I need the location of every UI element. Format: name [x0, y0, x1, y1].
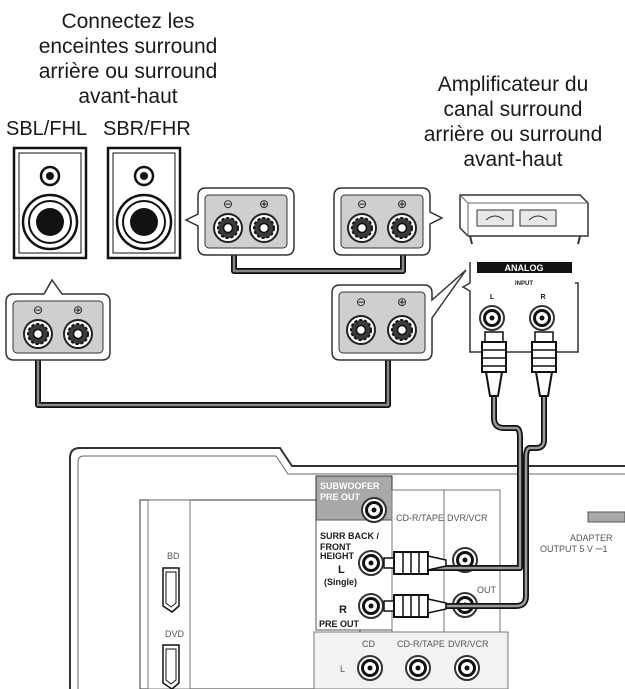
bubble1-plus: ⊕: [73, 303, 83, 317]
cd-l-label: L: [340, 664, 345, 674]
terminal-bubble-amp-surround: ⊖ ⊕: [333, 187, 444, 256]
receiver-labels: SUBWOOFER PRE OUT SURR BACK / FRONT HEIG…: [165, 481, 613, 674]
bubble2-minus: ⊖: [223, 197, 233, 211]
front-label: FRONT: [320, 542, 351, 552]
receiver-panel: [69, 447, 625, 689]
height-label: HEIGHT: [320, 551, 355, 561]
bubble2-plus: ⊕: [259, 197, 269, 211]
dvr-vcr-top-label: DVR/VCR: [447, 513, 488, 523]
subwoofer-label: SUBWOOFER: [320, 481, 380, 491]
amplifier: [459, 194, 589, 245]
bubble4-minus: ⊖: [356, 295, 366, 309]
pre-out-r-jack: [357, 592, 385, 620]
left-caption-line-3: arrière ou surround: [39, 60, 218, 83]
left-caption-line-1: Connectez les: [61, 10, 194, 33]
left-caption-line-2: enceintes surround: [39, 35, 218, 58]
rca-plug-amp-r: [531, 331, 557, 397]
bubble4-plus: ⊕: [397, 295, 407, 309]
subwoofer-jack: [360, 496, 388, 524]
bubble3-plus: ⊕: [397, 197, 407, 211]
amp-l-label: L: [490, 294, 495, 301]
pre-out-r-label: R: [339, 604, 347, 616]
rca-cables: [402, 393, 547, 609]
single-label: (Single): [324, 577, 357, 587]
terminal-bubble-speaker-left: ⊖ ⊕: [5, 278, 111, 361]
speaker-left-label: SBL/FHL: [6, 118, 87, 140]
speaker-right: [106, 146, 182, 260]
pre-out-l-label: L: [338, 564, 345, 576]
bubble3-minus: ⊖: [357, 197, 367, 211]
pre-out-l-jack: [357, 549, 385, 577]
terminal-bubble-speaker-right: ⊖ ⊕: [184, 187, 295, 256]
right-caption-line-3: arrière ou surround: [424, 123, 603, 146]
cd-rtape-top-label: CD-R/TAPE: [396, 513, 444, 523]
amp-r-label: R: [540, 294, 545, 301]
speaker-left: [12, 146, 88, 260]
right-caption-line-4: avant-haut: [463, 148, 562, 171]
surr-back-label: SURR BACK /: [320, 531, 380, 541]
rca-plug-receiver-l: [383, 551, 447, 575]
cd-rtape-bottom-label: CD-R/TAPE: [397, 639, 445, 649]
rca-plug-receiver-r: [383, 594, 447, 618]
out-label: OUT: [477, 585, 497, 595]
right-caption-line-1: Amplificateur du: [438, 73, 589, 96]
right-caption: Amplificateur du canal surround arrière …: [424, 73, 603, 171]
input-label: INPUT: [515, 281, 533, 287]
left-caption: Connectez les enceintes surround arrière…: [39, 10, 218, 108]
output-label: OUTPUT 5 V ⎓1: [540, 544, 608, 554]
cd-label: CD: [362, 639, 375, 649]
bd-label: BD: [167, 551, 180, 561]
terminal-bubble-amp-front-height: ⊖ ⊕: [331, 269, 467, 361]
dvd-label: DVD: [165, 629, 185, 639]
analog-badge: ANALOG: [505, 263, 544, 273]
amplifier-input-panel: ANALOG INPUT L R: [461, 262, 579, 353]
rca-plug-amp-l: [481, 331, 507, 397]
amp-l-jack: [478, 304, 506, 332]
pre-out-label: PRE OUT: [319, 619, 360, 629]
bubble1-minus: ⊖: [33, 303, 43, 317]
right-caption-line-2: canal surround: [444, 98, 583, 121]
amp-r-jack: [528, 304, 556, 332]
dvr-l-jack: [453, 654, 481, 682]
cd-l-jack: [356, 654, 384, 682]
left-caption-line-4: avant-haut: [78, 85, 177, 108]
subwoofer-pre-out-label: PRE OUT: [320, 492, 361, 502]
dvr-vcr-bottom-label: DVR/VCR: [448, 639, 489, 649]
cdr-l-jack: [404, 654, 432, 682]
adapter-label: ADAPTER: [570, 533, 613, 543]
speaker-right-label: SBR/FHR: [103, 118, 191, 140]
